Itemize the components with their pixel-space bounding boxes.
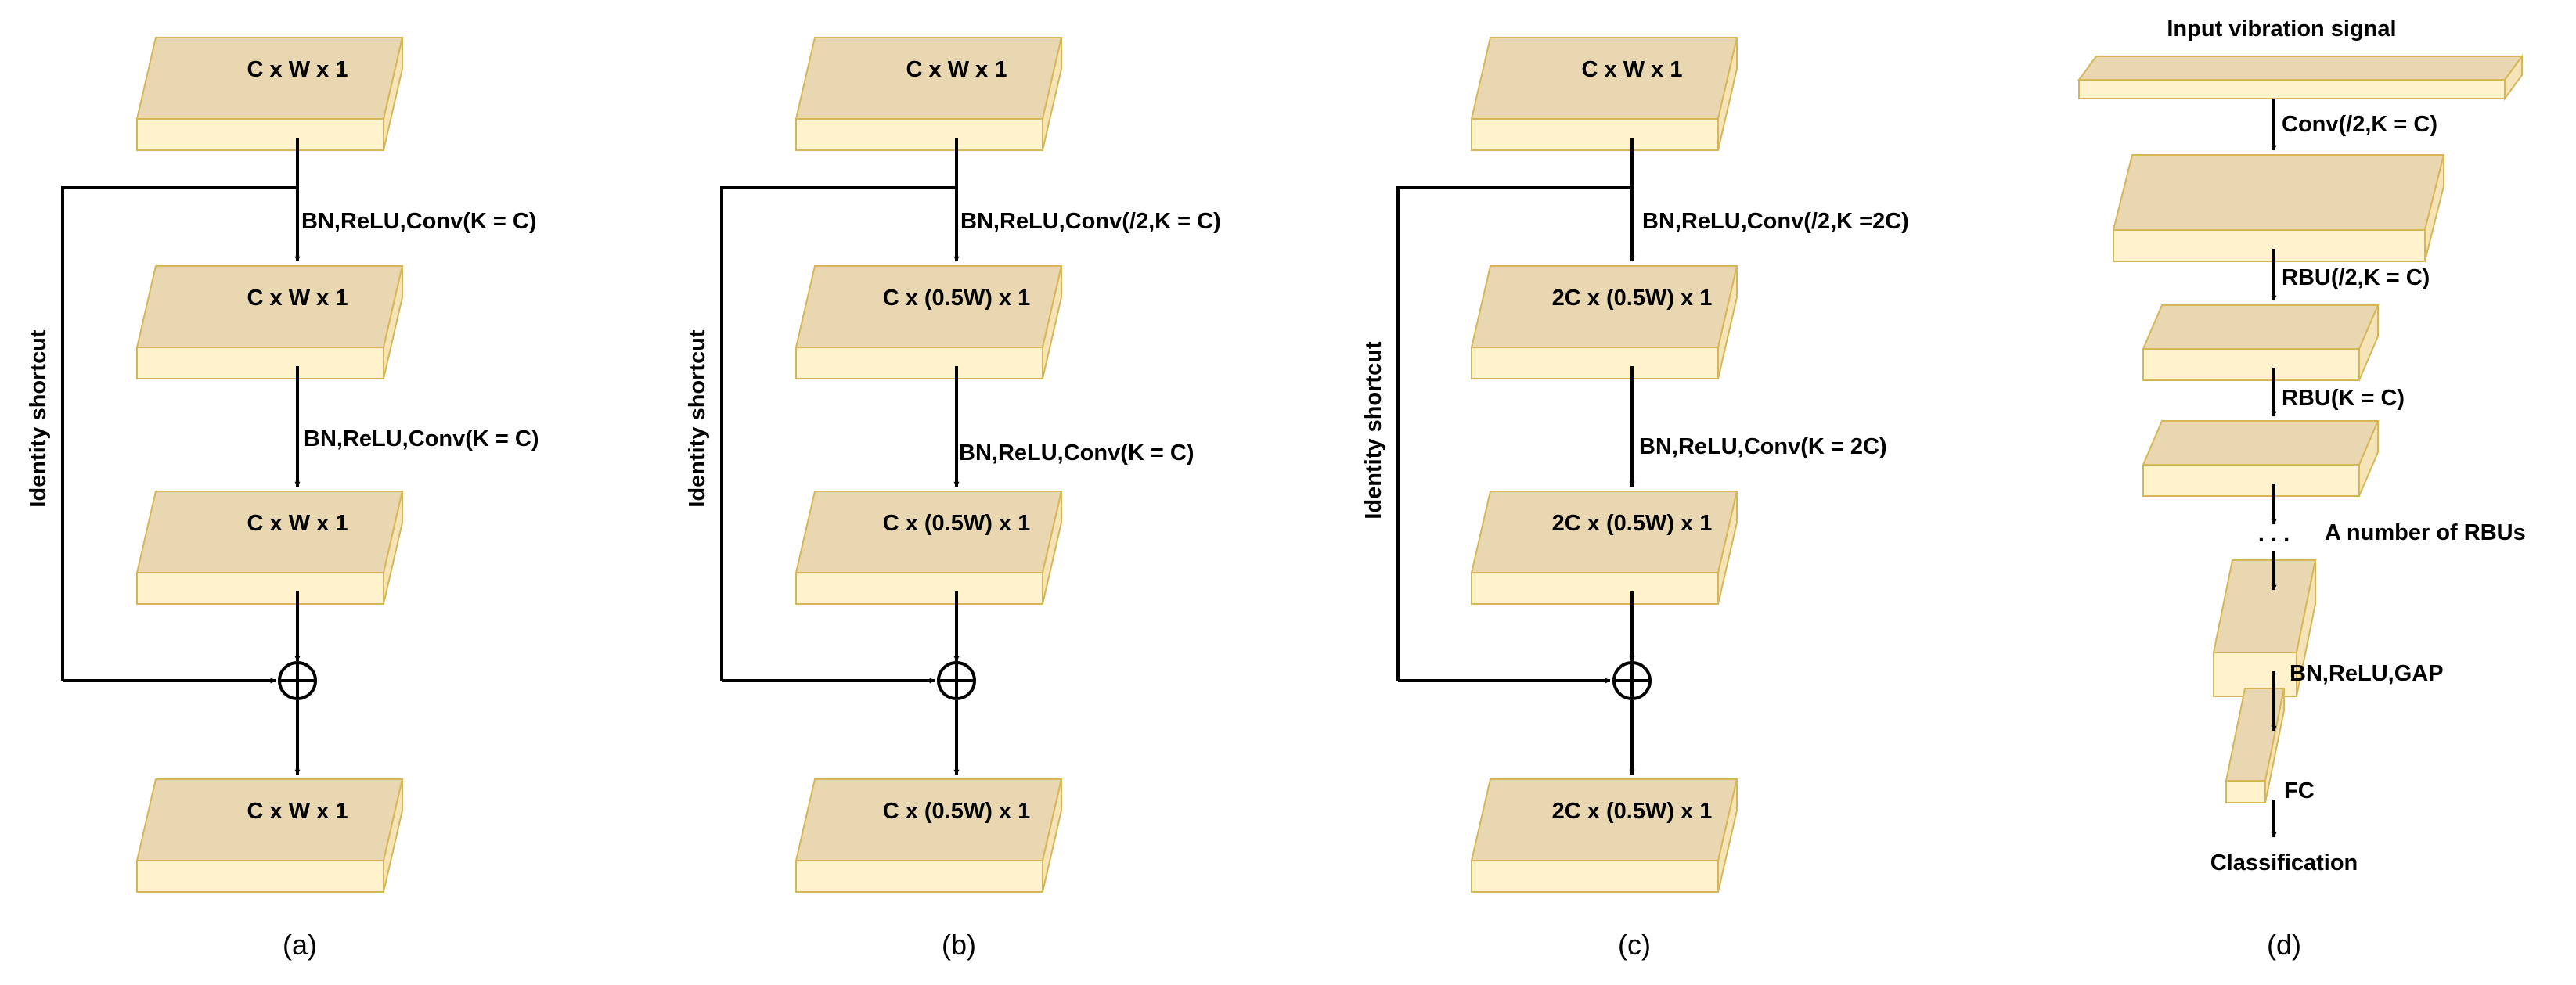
block-c2: 2C x (0.5W) x 1 xyxy=(1470,265,1738,379)
ellipsis: . . . xyxy=(2258,522,2290,547)
caption-d: (d) xyxy=(2267,929,2301,961)
shortcut-label-a: Identity shortcut xyxy=(26,329,51,508)
rbu-layer-n xyxy=(2212,559,2317,697)
block-a3: C x W x 1 xyxy=(135,491,404,605)
input-signal-layer xyxy=(2077,53,2524,102)
edge-label-d3: RBU(K = C) xyxy=(2282,386,2405,411)
block-b4: C x (0.5W) x 1 xyxy=(794,778,1063,893)
sum-node-b xyxy=(937,661,976,700)
block-c4-label: 2C x (0.5W) x 1 xyxy=(1552,799,1713,824)
panel-c: C x W x 1 2C x (0.5W) x 1 2C x (0.5W) x … xyxy=(1361,37,1909,961)
edge-label-b2: BN,ReLU,Conv(K = C) xyxy=(959,440,1194,466)
block-b2-label: C x (0.5W) x 1 xyxy=(883,286,1031,311)
caption-c: (c) xyxy=(1618,929,1651,961)
identity-shortcut-c-path xyxy=(1396,186,1632,681)
block-a4-label: C x W x 1 xyxy=(247,799,348,824)
block-b1: C x W x 1 xyxy=(794,37,1063,151)
conv-output-layer xyxy=(2112,154,2445,262)
rbu-layer-1 xyxy=(2142,304,2380,381)
shortcut-label-b: Identity shortcut xyxy=(685,329,710,508)
block-c1: C x W x 1 xyxy=(1470,37,1738,151)
sum-node-a xyxy=(278,661,317,700)
output-label: Classification xyxy=(2210,850,2358,875)
edge-label-a2: BN,ReLU,Conv(K = C) xyxy=(304,426,539,451)
input-label: Input vibration signal xyxy=(2167,16,2396,41)
rbu-layer-2 xyxy=(2142,420,2380,497)
ellipsis-label: A number of RBUs xyxy=(2325,520,2526,545)
identity-shortcut-a-path xyxy=(61,186,297,681)
edge-label-d1: Conv(/2,K = C) xyxy=(2282,112,2437,137)
block-a3-label: C x W x 1 xyxy=(247,511,348,536)
caption-a: (a) xyxy=(283,929,317,961)
block-c3: 2C x (0.5W) x 1 xyxy=(1470,491,1738,605)
block-c1-label: C x W x 1 xyxy=(1582,57,1683,82)
block-b2: C x (0.5W) x 1 xyxy=(794,265,1063,379)
block-b4-label: C x (0.5W) x 1 xyxy=(883,799,1031,824)
block-a1-label: C x W x 1 xyxy=(247,57,348,82)
block-a2: C x W x 1 xyxy=(135,265,404,379)
identity-shortcut-b-path xyxy=(720,186,957,681)
edge-label-d4: BN,ReLU,GAP xyxy=(2290,661,2444,686)
block-a4: C x W x 1 xyxy=(135,778,404,893)
panel-b: C x W x 1 C x (0.5W) x 1 C x (0.5W) x 1 … xyxy=(685,37,1221,961)
edge-label-b1: BN,ReLU,Conv(/2,K = C) xyxy=(960,209,1221,234)
block-c4: 2C x (0.5W) x 1 xyxy=(1470,778,1738,893)
edge-label-d5: FC xyxy=(2284,778,2315,803)
panel-a: C x W x 1 C x W x 1 C x W x 1 C x W x 1 … xyxy=(26,37,539,961)
edge-label-d2: RBU(/2,K = C) xyxy=(2282,265,2430,290)
edge-label-c2: BN,ReLU,Conv(K = 2C) xyxy=(1639,434,1887,459)
block-a1: C x W x 1 xyxy=(135,37,404,151)
block-b3: C x (0.5W) x 1 xyxy=(794,491,1063,605)
block-c3-label: 2C x (0.5W) x 1 xyxy=(1552,511,1713,536)
edge-label-c1: BN,ReLU,Conv(/2,K =2C) xyxy=(1642,209,1909,234)
block-b3-label: C x (0.5W) x 1 xyxy=(883,511,1031,536)
caption-b: (b) xyxy=(942,929,976,961)
block-a2-label: C x W x 1 xyxy=(247,286,348,311)
gap-output-layer xyxy=(2225,688,2286,803)
block-c2-label: 2C x (0.5W) x 1 xyxy=(1552,286,1713,311)
sum-node-c xyxy=(1612,661,1652,700)
block-b1-label: C x W x 1 xyxy=(906,57,1007,82)
panel-d: Input vibration signal Conv(/2,K = C) RB… xyxy=(2077,16,2526,961)
edge-label-a1: BN,ReLU,Conv(K = C) xyxy=(301,209,536,234)
shortcut-label-c: Identity shortcut xyxy=(1361,341,1386,519)
